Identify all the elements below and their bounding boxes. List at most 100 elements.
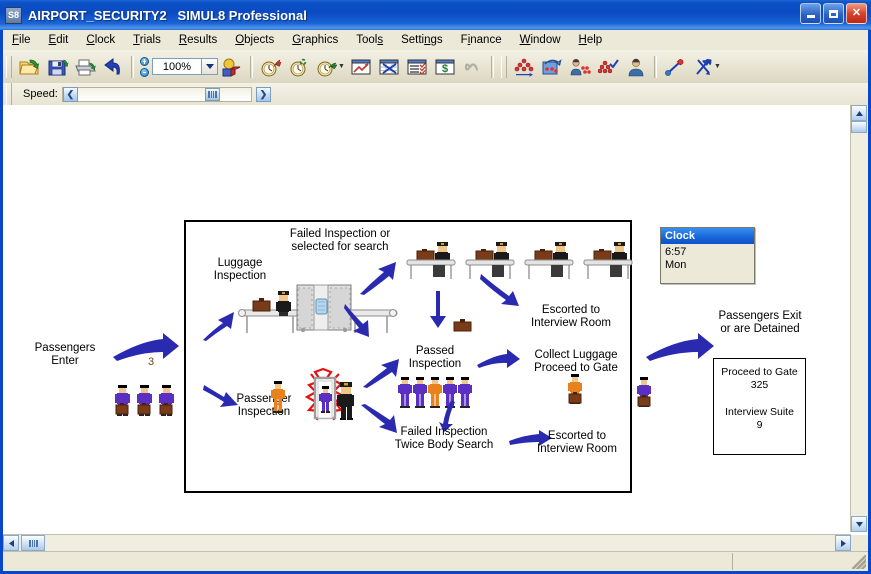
clock-time: 6:57 bbox=[665, 246, 687, 258]
reset-button[interactable] bbox=[313, 53, 341, 81]
distribution-icon bbox=[514, 58, 534, 77]
vertical-scrollbar[interactable] bbox=[850, 105, 868, 532]
toolbar-grip[interactable] bbox=[6, 55, 12, 78]
clock-day: Mon bbox=[665, 259, 687, 271]
results-chart-button[interactable] bbox=[347, 53, 375, 81]
resize-grip-icon[interactable] bbox=[852, 554, 866, 569]
maximize-button[interactable] bbox=[823, 3, 844, 24]
print-icon bbox=[75, 59, 96, 75]
menu-results[interactable]: Results bbox=[178, 34, 218, 46]
inspection-table bbox=[406, 242, 456, 279]
vertical-scrollbar-thumb[interactable] bbox=[851, 121, 867, 133]
metal-detector bbox=[304, 367, 354, 421]
zoom-in-button[interactable] bbox=[140, 56, 149, 66]
app-icon: S8 bbox=[5, 6, 22, 24]
speed-slider[interactable]: ❮ bbox=[61, 86, 252, 102]
toolbar: 100% bbox=[3, 50, 868, 84]
resources-button[interactable] bbox=[566, 53, 594, 81]
horizontal-scrollbar-thumb[interactable] bbox=[21, 535, 45, 551]
menu-tools[interactable]: Tools bbox=[356, 34, 384, 46]
results-grid-button[interactable] bbox=[375, 53, 403, 81]
objects-3d-icon bbox=[222, 58, 241, 77]
horizontal-scrollbar[interactable] bbox=[3, 534, 851, 552]
menu-settings[interactable]: Settings bbox=[401, 34, 443, 46]
person-button[interactable] bbox=[622, 53, 650, 81]
toolbar-separator-1 bbox=[131, 55, 134, 78]
menu-window[interactable]: Window bbox=[519, 34, 561, 46]
results-row-label-2: Interview Suite bbox=[725, 406, 794, 418]
infinity-button[interactable] bbox=[459, 53, 487, 81]
menu-file[interactable]: File bbox=[12, 34, 31, 46]
arrow-passengers-exit bbox=[646, 333, 714, 361]
scroll-right-button[interactable] bbox=[835, 535, 851, 551]
save-icon bbox=[48, 59, 68, 75]
chevron-down-icon bbox=[855, 521, 863, 527]
print-button[interactable] bbox=[71, 53, 99, 81]
arrows-dropdown[interactable]: ▼ bbox=[713, 63, 721, 70]
menu-objects[interactable]: Objects bbox=[235, 34, 275, 46]
speed-increase-button[interactable]: ❯ bbox=[255, 86, 271, 102]
arrows-icon bbox=[696, 58, 712, 75]
import-data-button[interactable] bbox=[538, 53, 566, 81]
open-button[interactable] bbox=[15, 53, 43, 81]
zoom-out-button[interactable] bbox=[140, 67, 149, 77]
menu-bar: File Edit Clock Trials Results Objects G… bbox=[3, 30, 868, 51]
arrow-to-collect-luggage bbox=[477, 349, 520, 368]
run-clock-icon bbox=[261, 59, 282, 76]
finance-button[interactable]: $ bbox=[431, 53, 459, 81]
finance-dollar-icon: $ bbox=[435, 59, 455, 75]
validate-button[interactable] bbox=[594, 53, 622, 81]
speedbar-grip[interactable] bbox=[6, 83, 12, 105]
step-button[interactable] bbox=[285, 53, 313, 81]
scroll-down-button[interactable] bbox=[851, 516, 867, 532]
menu-graphics[interactable]: Graphics bbox=[292, 34, 339, 46]
menu-edit[interactable]: Edit bbox=[48, 34, 69, 46]
zoom-dropdown-button[interactable] bbox=[202, 58, 218, 75]
menu-clock[interactable]: Clock bbox=[86, 34, 116, 46]
objects-3d-button[interactable] bbox=[218, 53, 246, 81]
speed-decrease-button[interactable]: ❮ bbox=[62, 86, 78, 102]
window-title: AIRPORT_SECURITY2 SIMUL8 Professional bbox=[28, 7, 307, 23]
menu-finance[interactable]: Finance bbox=[460, 34, 502, 46]
arrow-passed-inspection bbox=[363, 359, 399, 388]
chevron-right-icon bbox=[840, 539, 846, 547]
undo-button[interactable] bbox=[99, 53, 127, 81]
route-icon bbox=[665, 58, 684, 76]
menu-help[interactable]: Help bbox=[578, 34, 603, 46]
zoom-input[interactable]: 100% bbox=[152, 58, 202, 75]
clock-panel[interactable]: Clock 6:57 Mon bbox=[660, 227, 755, 284]
run-button[interactable] bbox=[257, 53, 285, 81]
entry-count-label: 3 bbox=[143, 356, 159, 369]
distribution-button[interactable] bbox=[510, 53, 538, 81]
toolbar-grip-2[interactable] bbox=[500, 55, 507, 78]
passenger-figure bbox=[398, 377, 412, 408]
routing-button[interactable] bbox=[661, 53, 689, 81]
arrow-escorted-interview-top bbox=[480, 274, 519, 306]
results-panel[interactable]: Proceed to Gate 325 Interview Suite 9 bbox=[713, 358, 806, 455]
maximize-icon bbox=[829, 9, 838, 18]
scroll-left-button[interactable] bbox=[3, 535, 19, 551]
minimize-button[interactable] bbox=[800, 3, 821, 24]
run-options-dropdown[interactable]: ▼ bbox=[338, 63, 345, 70]
menu-trials[interactable]: Trials bbox=[133, 34, 161, 46]
results-list-button[interactable] bbox=[403, 53, 431, 81]
save-button[interactable] bbox=[43, 53, 71, 81]
results-grid-icon bbox=[379, 59, 399, 74]
close-button[interactable]: ✕ bbox=[846, 3, 867, 24]
speed-slider-thumb[interactable] bbox=[204, 87, 220, 101]
toolbar-separator-4 bbox=[653, 55, 657, 78]
arrows-button[interactable] bbox=[689, 53, 717, 81]
status-pane-secondary bbox=[732, 553, 852, 570]
clock-panel-body: 6:57 Mon bbox=[661, 244, 754, 272]
passenger-figure bbox=[115, 385, 130, 416]
scroll-up-button[interactable] bbox=[851, 105, 867, 121]
